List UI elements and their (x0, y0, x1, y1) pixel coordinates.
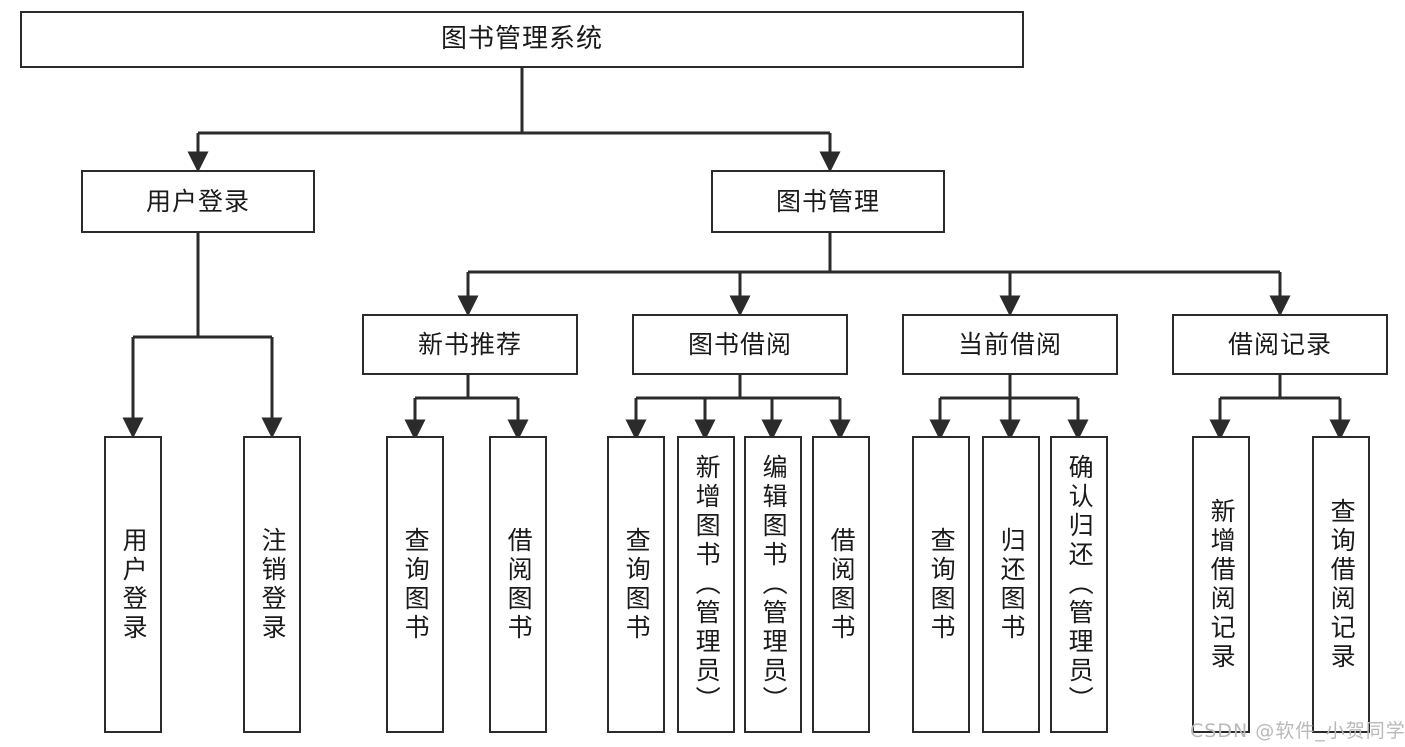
node-root-system[interactable]: 图书管理系统 (20, 11, 1024, 68)
leaf-borrow-query-book[interactable]: 查询图书 (607, 436, 665, 733)
node-borrow-record[interactable]: 借阅记录 (1172, 314, 1388, 375)
node-label: 当前借阅 (957, 329, 1062, 359)
node-label: 借阅图书 (504, 526, 534, 643)
node-label: 用户登录 (119, 526, 149, 643)
node-book-borrow[interactable]: 图书借阅 (632, 314, 848, 375)
node-label: 新书推荐 (417, 329, 522, 359)
leaf-borrow-edit-book-admin[interactable]: 编辑图书（管理员） (744, 436, 802, 733)
leaf-user-logout[interactable]: 注销登录 (243, 436, 301, 733)
node-new-book-recommend[interactable]: 新书推荐 (362, 314, 578, 375)
leaf-borrow-add-book-admin[interactable]: 新增图书（管理员） (677, 436, 735, 733)
leaf-borrow-borrow-book[interactable]: 借阅图书 (812, 436, 870, 733)
node-label: 借阅图书 (827, 526, 857, 643)
leaf-current-query-book[interactable]: 查询图书 (912, 436, 970, 733)
node-user-login[interactable]: 用户登录 (81, 170, 315, 233)
node-book-management[interactable]: 图书管理 (711, 170, 945, 233)
leaf-newbook-borrow-book[interactable]: 借阅图书 (489, 436, 547, 733)
leaf-newbook-query-book[interactable]: 查询图书 (386, 436, 444, 733)
node-label: 归还图书 (997, 526, 1027, 643)
node-label: 查询图书 (927, 526, 957, 643)
leaf-user-login[interactable]: 用户登录 (104, 436, 162, 733)
node-label: 注销登录 (258, 526, 288, 643)
node-label: 查询借阅记录 (1327, 497, 1357, 672)
node-label: 用户登录 (145, 186, 250, 216)
csdn-watermark: CSDN @软件_小贺同学 (1190, 720, 1405, 742)
node-label: 新增图书（管理员） (692, 454, 722, 715)
node-label: 图书管理 (775, 186, 880, 216)
node-label: 图书借阅 (687, 329, 792, 359)
leaf-record-add-record[interactable]: 新增借阅记录 (1192, 436, 1250, 733)
node-label: 编辑图书（管理员） (759, 454, 789, 715)
node-label: 查询图书 (401, 526, 431, 643)
node-current-borrow[interactable]: 当前借阅 (902, 314, 1118, 375)
node-label: 图书管理系统 (440, 24, 603, 55)
leaf-current-confirm-return-admin[interactable]: 确认归还（管理员） (1050, 436, 1108, 733)
node-label: 新增借阅记录 (1207, 497, 1237, 672)
node-label: 借阅记录 (1227, 329, 1332, 359)
leaf-current-return-book[interactable]: 归还图书 (982, 436, 1040, 733)
leaf-record-query-record[interactable]: 查询借阅记录 (1312, 436, 1370, 733)
node-label: 查询图书 (622, 526, 652, 643)
node-label: 确认归还（管理员） (1065, 454, 1095, 715)
